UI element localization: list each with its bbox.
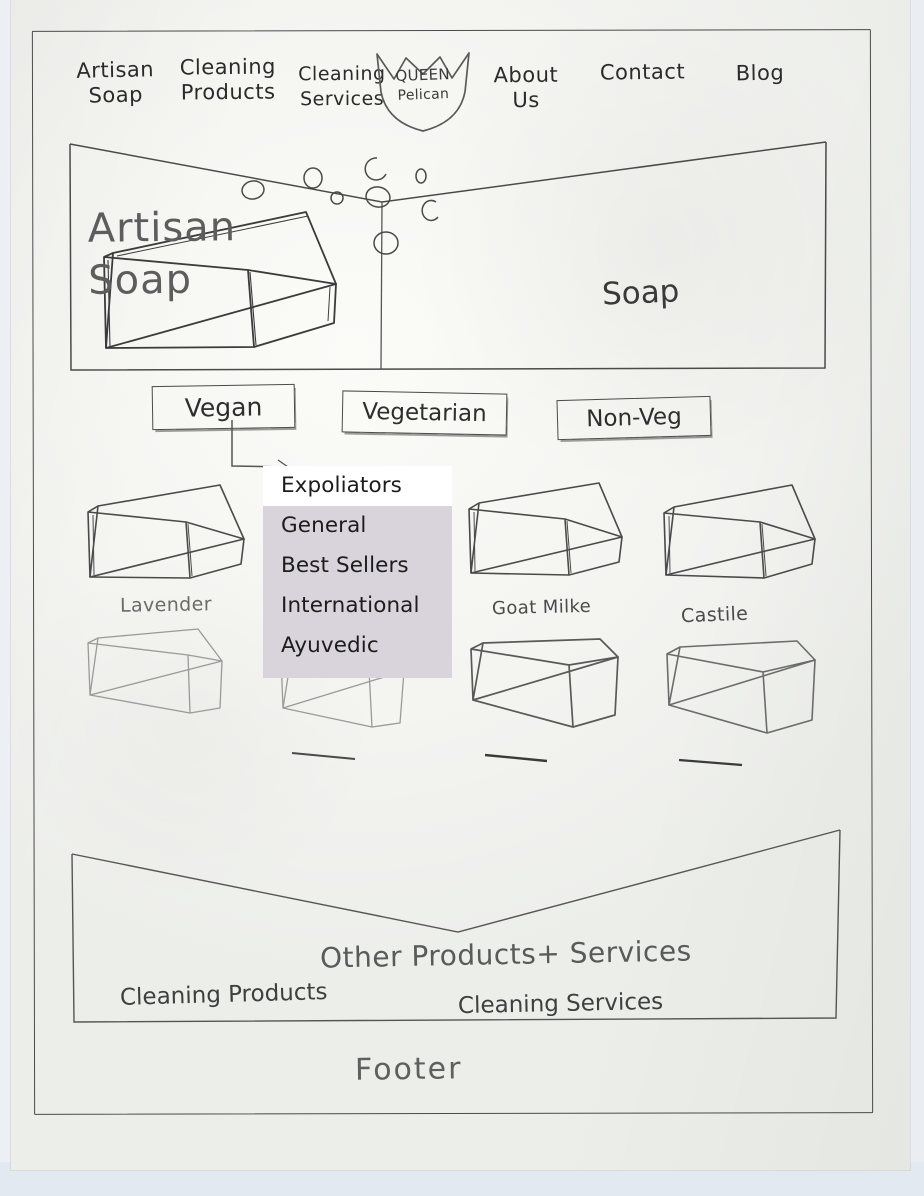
product-label-castile: Castile [680,602,749,628]
hero-soap-label: Soap [601,273,681,313]
nav-item-about-us[interactable]: About Us [493,62,559,113]
product-box-lavender [87,484,245,579]
dropdown-item-ayuvedic[interactable]: Ayuvedic [281,633,379,658]
product-box-castile [663,484,816,579]
hero-title: Artisan Soap [87,204,237,304]
filter-non-veg[interactable]: Non-Veg [556,395,712,441]
dropdown-item-best-sellers[interactable]: Best Sellers [281,553,409,578]
nav-item-blog[interactable]: Blog [735,60,785,86]
product-box-row2-3 [470,638,619,763]
product-box-row2-4 [666,640,816,767]
queen-pelican-logo[interactable]: QUEEN Pelican [373,48,473,134]
hero-frame-and-illustration [69,141,827,371]
top-navigation: Artisan Soap Cleaning Products Cleaning … [40,52,840,134]
dropdown-item-expoliators[interactable]: Expoliators [263,466,452,506]
other-products-section-frame [71,829,841,1023]
category-dropdown-menu[interactable]: Expoliators General Best Sellers Interna… [263,466,452,678]
product-label-goat-milk: Goat Milke [491,595,592,620]
nav-item-cleaning-products[interactable]: Cleaning Products [179,54,277,105]
paper-sheet [11,0,910,1170]
footer-label: Footer [354,1051,463,1088]
filter-vegetarian[interactable]: Vegetarian [341,390,508,436]
hero-banner: Artisan Soap Soap [68,140,828,372]
dropdown-item-international[interactable]: International [281,593,420,618]
product-grid-illustration [87,482,816,767]
dropdown-item-general[interactable]: General [281,513,367,538]
nav-item-artisan-soap[interactable]: Artisan Soap [76,57,155,108]
nav-item-contact[interactable]: Contact [599,59,686,85]
scan-edge-left [0,0,12,1170]
product-box-row2-1 [87,628,223,714]
product-box-goat-milk [468,482,623,576]
product-label-lavender: Lavender [119,593,213,617]
link-cleaning-services[interactable]: Cleaning Services [457,988,664,1020]
